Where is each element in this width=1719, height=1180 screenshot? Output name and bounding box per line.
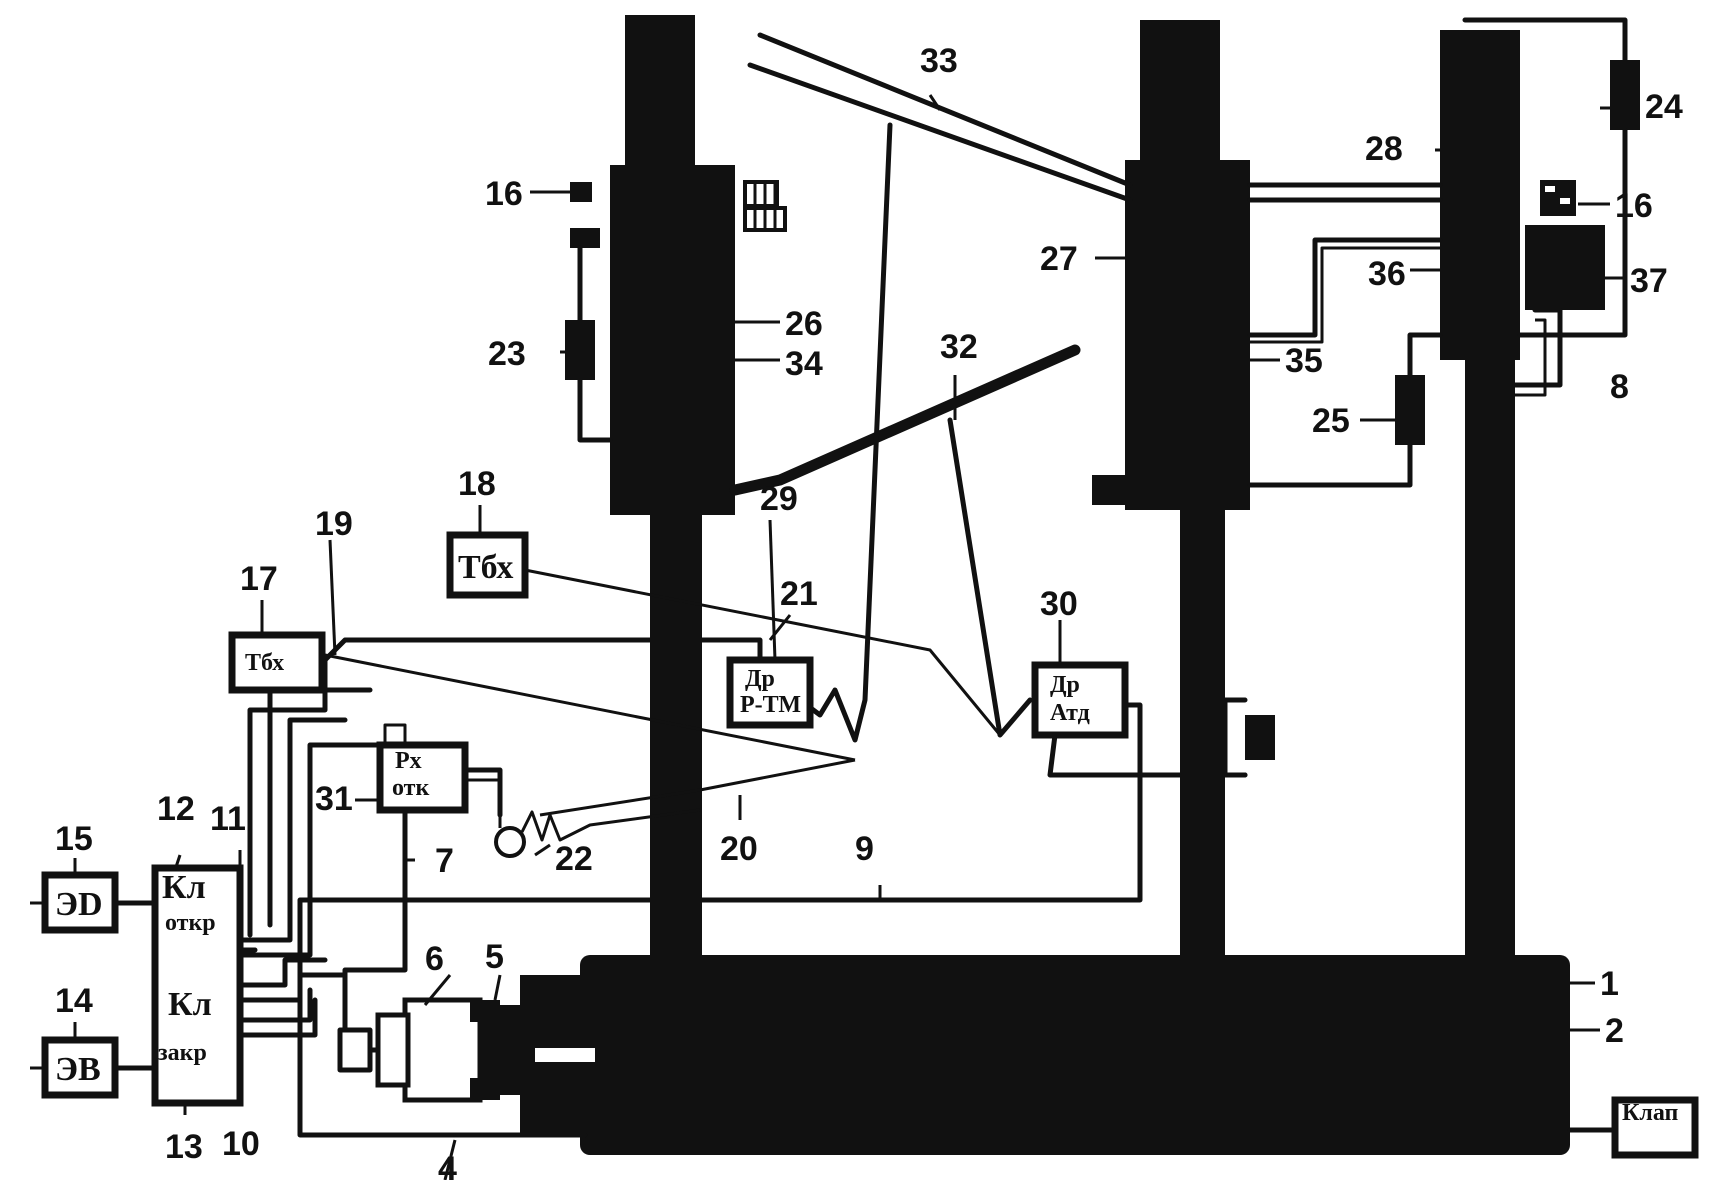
block-12-label: Кл	[162, 869, 206, 906]
block-29-label-bottom: Р-ТМ	[740, 692, 801, 718]
part-numbers: 1 2 4 5 6 7 8 9 10 11 12 13 14 15 16 16 …	[55, 42, 1683, 1180]
block-15: ЭD	[41, 871, 119, 934]
label-11: 11	[210, 800, 246, 838]
label-5: 5	[485, 938, 504, 976]
label-30: 30	[1040, 585, 1078, 623]
block-31: Рх отк	[376, 741, 469, 814]
column-right	[1440, 30, 1520, 960]
label-26: 26	[785, 305, 823, 343]
label-36: 36	[1368, 255, 1406, 293]
label-2: 2	[1605, 1012, 1624, 1050]
label-25: 25	[1312, 402, 1350, 440]
side-device-23	[565, 245, 613, 443]
block-29: Др Р-ТМ	[726, 656, 814, 729]
pipe-33	[747, 32, 1443, 203]
label-31: 31	[315, 780, 353, 818]
block-13-label: Кл	[168, 986, 212, 1023]
piston-assembly	[337, 997, 525, 1103]
label-12: 12	[157, 790, 195, 828]
hatched-blocks	[570, 180, 1605, 505]
label-7: 7	[435, 842, 454, 880]
block-29-label-top: Др	[745, 666, 775, 692]
label-16-right: 16	[1615, 187, 1653, 225]
label-1: 1	[1600, 965, 1619, 1003]
rod-32	[729, 344, 1081, 496]
label-18: 18	[458, 465, 496, 503]
label-27: 27	[1040, 240, 1078, 278]
label-19: 19	[315, 505, 353, 543]
label-10: 10	[222, 1125, 260, 1163]
block-13-sublabel: закр	[158, 1040, 207, 1066]
label-16-left: 16	[485, 175, 523, 213]
block-12-13: Кл откр Кл закр	[151, 864, 244, 1107]
block-30-label-top: Др	[1050, 672, 1080, 698]
block-14-label: ЭВ	[55, 1051, 101, 1088]
label-21: 21	[780, 575, 818, 613]
block-30-label-bottom: Атд	[1050, 700, 1090, 726]
label-33: 33	[920, 42, 958, 80]
label-37: 37	[1630, 262, 1668, 300]
block-17-label: Тбх	[245, 650, 284, 676]
label-13: 13	[165, 1128, 203, 1166]
block-valve-label: Клап	[1622, 1100, 1679, 1126]
signal-wires	[30, 122, 1618, 1138]
block-14: ЭВ	[41, 1036, 119, 1099]
leader-lines	[73, 94, 1640, 1180]
label-29: 29	[760, 480, 798, 518]
main-cylinder	[520, 955, 1570, 1155]
column-left	[610, 15, 735, 960]
label-4: 4	[438, 1150, 457, 1180]
label-6: 6	[425, 940, 444, 978]
label-17: 17	[240, 560, 278, 598]
label-35: 35	[1285, 342, 1323, 380]
label-15: 15	[55, 820, 93, 858]
column-middle	[1125, 20, 1250, 960]
label-8: 8	[1610, 368, 1629, 406]
block-17: Тбх	[228, 631, 326, 694]
label-32: 32	[940, 328, 978, 366]
label-9: 9	[855, 830, 874, 868]
element-22	[465, 778, 701, 858]
block-18: Тбх	[446, 531, 529, 599]
right-plumbing	[1247, 17, 1640, 488]
block-15-label: ЭD	[55, 886, 103, 923]
label-24: 24	[1645, 88, 1683, 126]
block-31-label-top: Рх	[395, 748, 422, 774]
label-20: 20	[720, 830, 758, 868]
block-18-label: Тбх	[458, 549, 513, 586]
label-22: 22	[555, 840, 593, 878]
label-28: 28	[1365, 130, 1403, 168]
label-34: 34	[785, 345, 823, 383]
block-12-sublabel: откр	[165, 910, 216, 936]
label-23: 23	[488, 335, 526, 373]
block-31-label-bottom: отк	[392, 775, 429, 801]
block-30: Др Атд	[1031, 661, 1129, 739]
block-valve: Клап	[1611, 1096, 1699, 1159]
label-14: 14	[55, 982, 93, 1020]
